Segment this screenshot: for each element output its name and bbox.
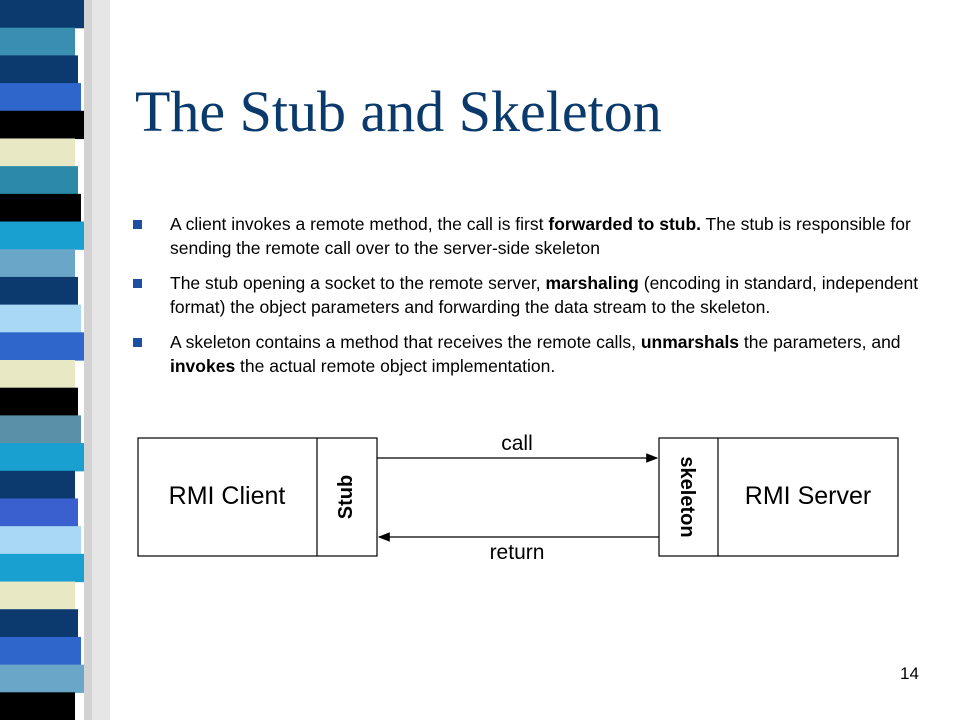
bullet-text: the parameters, and (739, 332, 901, 352)
stripe-block (0, 55, 78, 84)
stub-label: Stub (335, 475, 357, 519)
bullet-text: (encoding in standard, independent forma… (170, 273, 919, 317)
stripe-block (0, 636, 81, 666)
bullet-text: A skeleton contains a method that receiv… (170, 332, 641, 352)
bullet-text: A client invokes a remote method, the ca… (170, 214, 549, 234)
bullet-list: A client invokes a remote method, the ca… (133, 212, 923, 389)
bullet-item: A skeleton contains a method that receiv… (133, 330, 923, 378)
stripe-block (0, 360, 75, 389)
square-bullet-icon (133, 279, 142, 288)
rmi-client-box (137, 437, 378, 557)
page-number: 14 (900, 664, 919, 683)
stripe-block (0, 110, 84, 140)
stripe-block (0, 304, 81, 333)
stripe-block (0, 581, 75, 610)
return-label: return (490, 541, 545, 564)
stripe-block (0, 526, 81, 555)
stripe-block (0, 0, 84, 29)
square-bullet-icon (133, 338, 142, 347)
slide-title: The Stub and Skeleton (135, 79, 662, 144)
square-bullet-icon (133, 220, 142, 229)
bullet-text: The stub is responsible for sending the … (170, 214, 911, 258)
stripe-block (0, 332, 84, 361)
stripe-block (0, 692, 75, 720)
stripe-block (0, 221, 84, 250)
stripe-block (0, 387, 78, 416)
stripe-block (0, 415, 81, 444)
stripe-block (0, 166, 78, 195)
decorative-color-stripe (0, 0, 110, 720)
bullet-emphasis: invokes (170, 356, 236, 376)
stripe-block (0, 276, 78, 306)
bullet-emphasis: unmarshals (640, 332, 740, 352)
bullet-item: A client invokes a remote method, the ca… (133, 212, 923, 260)
stripe-block (0, 609, 78, 638)
rmi-client-label: RMI Client (169, 482, 286, 510)
bullet-item: The stub opening a socket to the remote … (133, 271, 923, 319)
rmi-diagram: RMI Client Stub skeleton RMI Server call… (137, 432, 899, 564)
stripe-block (0, 249, 75, 278)
rmi-server-label: RMI Server (745, 482, 871, 510)
bullet-text: the actual remote object implementation. (235, 356, 556, 376)
stripe-block (0, 443, 84, 472)
call-label: call (501, 432, 533, 455)
stripe-block (0, 83, 81, 112)
stripe-block (0, 664, 84, 693)
bullet-text: The stub opening a socket to the remote … (170, 273, 546, 293)
bullet-emphasis: marshaling (545, 273, 639, 293)
stripe-block (0, 193, 81, 223)
stripe-block (0, 470, 75, 500)
skeleton-label: skeleton (676, 456, 698, 537)
stripe-block (0, 498, 78, 527)
bullet-emphasis: forwarded to stub. (548, 214, 702, 234)
stripe-block (0, 27, 75, 56)
stripe-block (0, 553, 84, 583)
rmi-server-box (658, 437, 899, 557)
stripe-block (0, 138, 75, 167)
